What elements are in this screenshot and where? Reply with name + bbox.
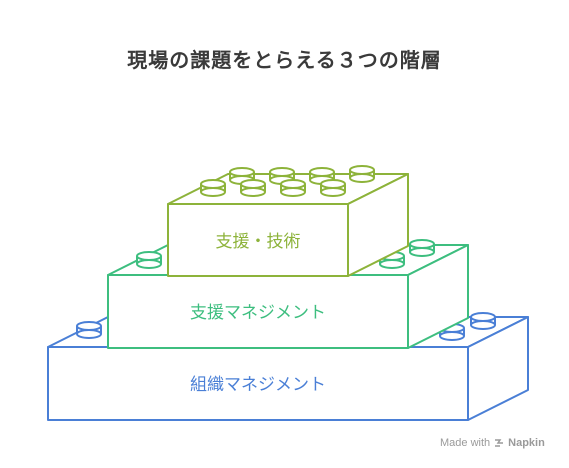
- stud: [470, 312, 496, 330]
- made-with-credit: Made with Napkin: [440, 437, 545, 449]
- napkin-logo-icon: [495, 439, 504, 447]
- stud: [349, 165, 375, 183]
- made-with-text: Made with: [440, 437, 491, 449]
- stud: [409, 239, 435, 257]
- stud: [379, 251, 405, 269]
- bottom-brick-front: [47, 346, 469, 421]
- stud: [200, 179, 226, 197]
- layer-label-support-technology: 支援・技術: [216, 232, 301, 252]
- page-title: 現場の課題をとらえる３つの階層: [127, 48, 442, 72]
- stud: [136, 251, 162, 269]
- stud: [280, 179, 306, 197]
- stud: [320, 179, 346, 197]
- brick-support-technology: [167, 165, 409, 277]
- stud: [240, 179, 266, 197]
- top-brick-front: [167, 203, 349, 277]
- layer-label-support-management: 支援マネジメント: [190, 303, 326, 323]
- layer-label-organization-management: 組織マネジメント: [190, 375, 326, 395]
- napkin-brand-text: Napkin: [508, 437, 545, 449]
- stud: [76, 321, 102, 339]
